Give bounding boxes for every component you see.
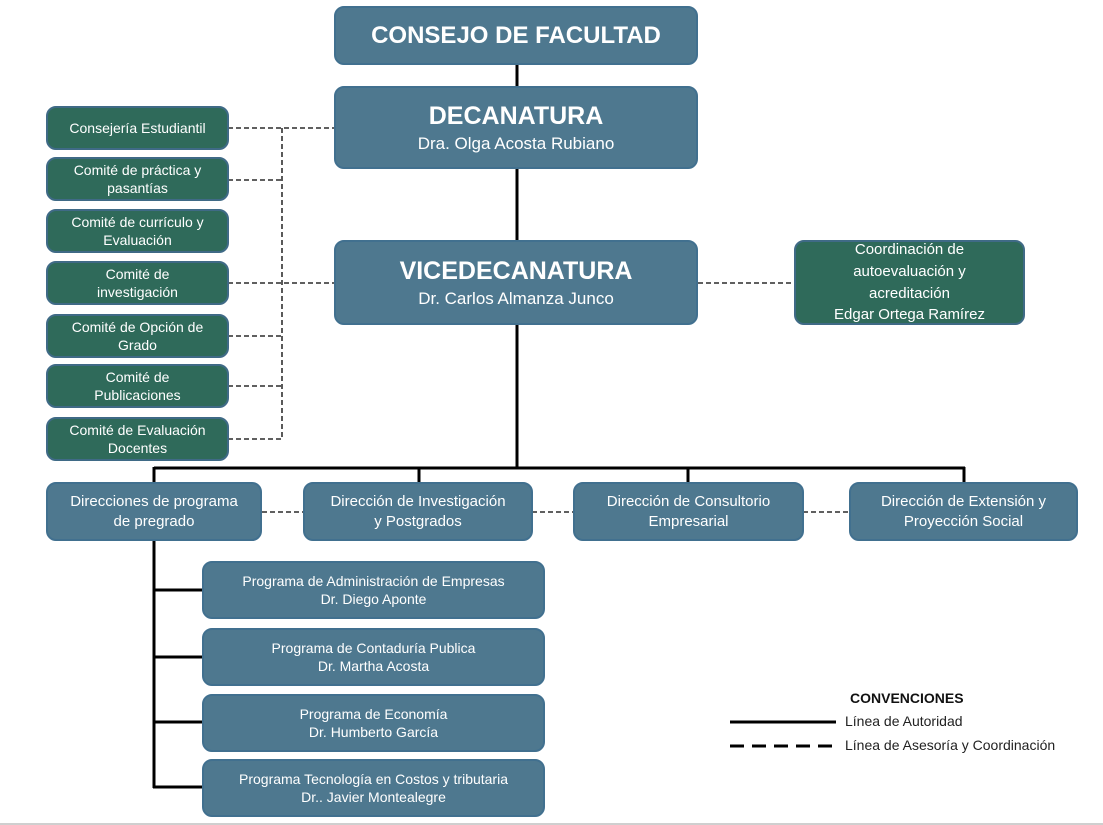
committee-line1: Comité de currículo y <box>71 213 204 230</box>
program-name: Programa Tecnología en Costos y tributar… <box>239 770 508 787</box>
committee-line1: Consejería Estudiantil <box>69 119 206 136</box>
program-box: Programa de Contaduría Publica Dr. Marth… <box>202 628 545 686</box>
coordination-line2: autoevaluación y <box>853 262 966 280</box>
legend-lines <box>730 720 836 748</box>
direction-box: Direcciones de programa de pregrado <box>46 482 262 541</box>
program-name: Programa de Administración de Empresas <box>242 572 505 589</box>
committee-box: Comité de práctica y pasantías <box>46 157 229 201</box>
authority-lines <box>152 64 966 789</box>
legend-title: CONVENCIONES <box>850 690 964 706</box>
vicedecanatura-box: VICEDECANATURA Dr. Carlos Almanza Junco <box>334 240 698 325</box>
direction-line2: y Postgrados <box>374 512 462 530</box>
program-director: Dr. Humberto García <box>308 724 439 740</box>
direction-line2: de pregrado <box>113 512 195 530</box>
committee-line1: Comité de Evaluación <box>69 421 206 438</box>
committee-box: Consejería Estudiantil <box>46 106 229 150</box>
program-name: Programa de Economía <box>299 705 448 722</box>
vicedecanatura-name: Dr. Carlos Almanza Junco <box>418 288 614 308</box>
committee-line1: Comité de <box>105 368 170 385</box>
program-box: Programa Tecnología en Costos y tributar… <box>202 759 545 817</box>
committee-box: Comité de Evaluación Docentes <box>46 417 229 461</box>
program-box: Programa de Administración de Empresas D… <box>202 561 545 619</box>
committee-line1: Comité de Opción de <box>71 318 204 335</box>
bottom-divider <box>0 823 1103 825</box>
committee-line2: Grado <box>118 337 157 353</box>
decanatura-box: DECANATURA Dra. Olga Acosta Rubiano <box>334 86 698 169</box>
coordination-line4: Edgar Ortega Ramírez <box>834 306 985 324</box>
consejo-title: CONSEJO DE FACULTAD <box>371 21 661 49</box>
direction-box: Dirección de Consultorio Empresarial <box>573 482 804 541</box>
direction-box: Dirección de Extensión y Proyección Soci… <box>849 482 1078 541</box>
direction-box: Dirección de Investigación y Postgrados <box>303 482 533 541</box>
committee-box: Comité de currículo y Evaluación <box>46 209 229 253</box>
coordination-line1: Coordinación de <box>854 241 965 258</box>
committee-box: Comité de Publicaciones <box>46 364 229 408</box>
consejo-de-facultad-box: CONSEJO DE FACULTAD <box>334 6 698 65</box>
committee-line1: Comité de práctica y <box>73 161 202 178</box>
legend-solid-label: Línea de Autoridad <box>845 713 963 729</box>
advisory-lines <box>228 127 850 513</box>
coordination-box: Coordinación de autoevaluación y acredit… <box>794 240 1025 325</box>
direction-line1: Dirección de Investigación <box>330 493 506 510</box>
committee-line2: Publicaciones <box>94 387 181 403</box>
decanatura-title: DECANATURA <box>428 102 604 131</box>
direction-line2: Empresarial <box>648 512 729 530</box>
direction-line1: Dirección de Consultorio <box>606 493 771 510</box>
legend-dashed-label: Línea de Asesoría y Coordinación <box>845 737 1056 753</box>
program-director: Dr.. Javier Montealegre <box>301 789 446 805</box>
direction-line2: Proyección Social <box>903 512 1024 530</box>
committee-line2: Evaluación <box>103 232 172 248</box>
committee-box: Comité de Opción de Grado <box>46 314 229 358</box>
direction-line1: Direcciones de programa <box>70 493 238 510</box>
program-name: Programa de Contaduría Publica <box>271 639 476 656</box>
program-director: Dr. Diego Aponte <box>320 591 427 607</box>
committee-line2: pasantías <box>107 180 168 196</box>
vicedecanatura-title: VICEDECANATURA <box>399 257 633 286</box>
committee-box: Comité de investigación <box>46 261 229 305</box>
committee-line1: Comité de <box>105 265 170 282</box>
committee-line2: investigación <box>97 284 178 300</box>
program-box: Programa de Economía Dr. Humberto García <box>202 694 545 752</box>
decanatura-name: Dra. Olga Acosta Rubiano <box>417 133 615 153</box>
program-director: Dr. Martha Acosta <box>317 658 430 674</box>
committee-line2: Docentes <box>107 440 168 456</box>
coordination-line3: acreditación <box>869 284 950 302</box>
direction-line1: Dirección de Extensión y <box>880 493 1047 510</box>
